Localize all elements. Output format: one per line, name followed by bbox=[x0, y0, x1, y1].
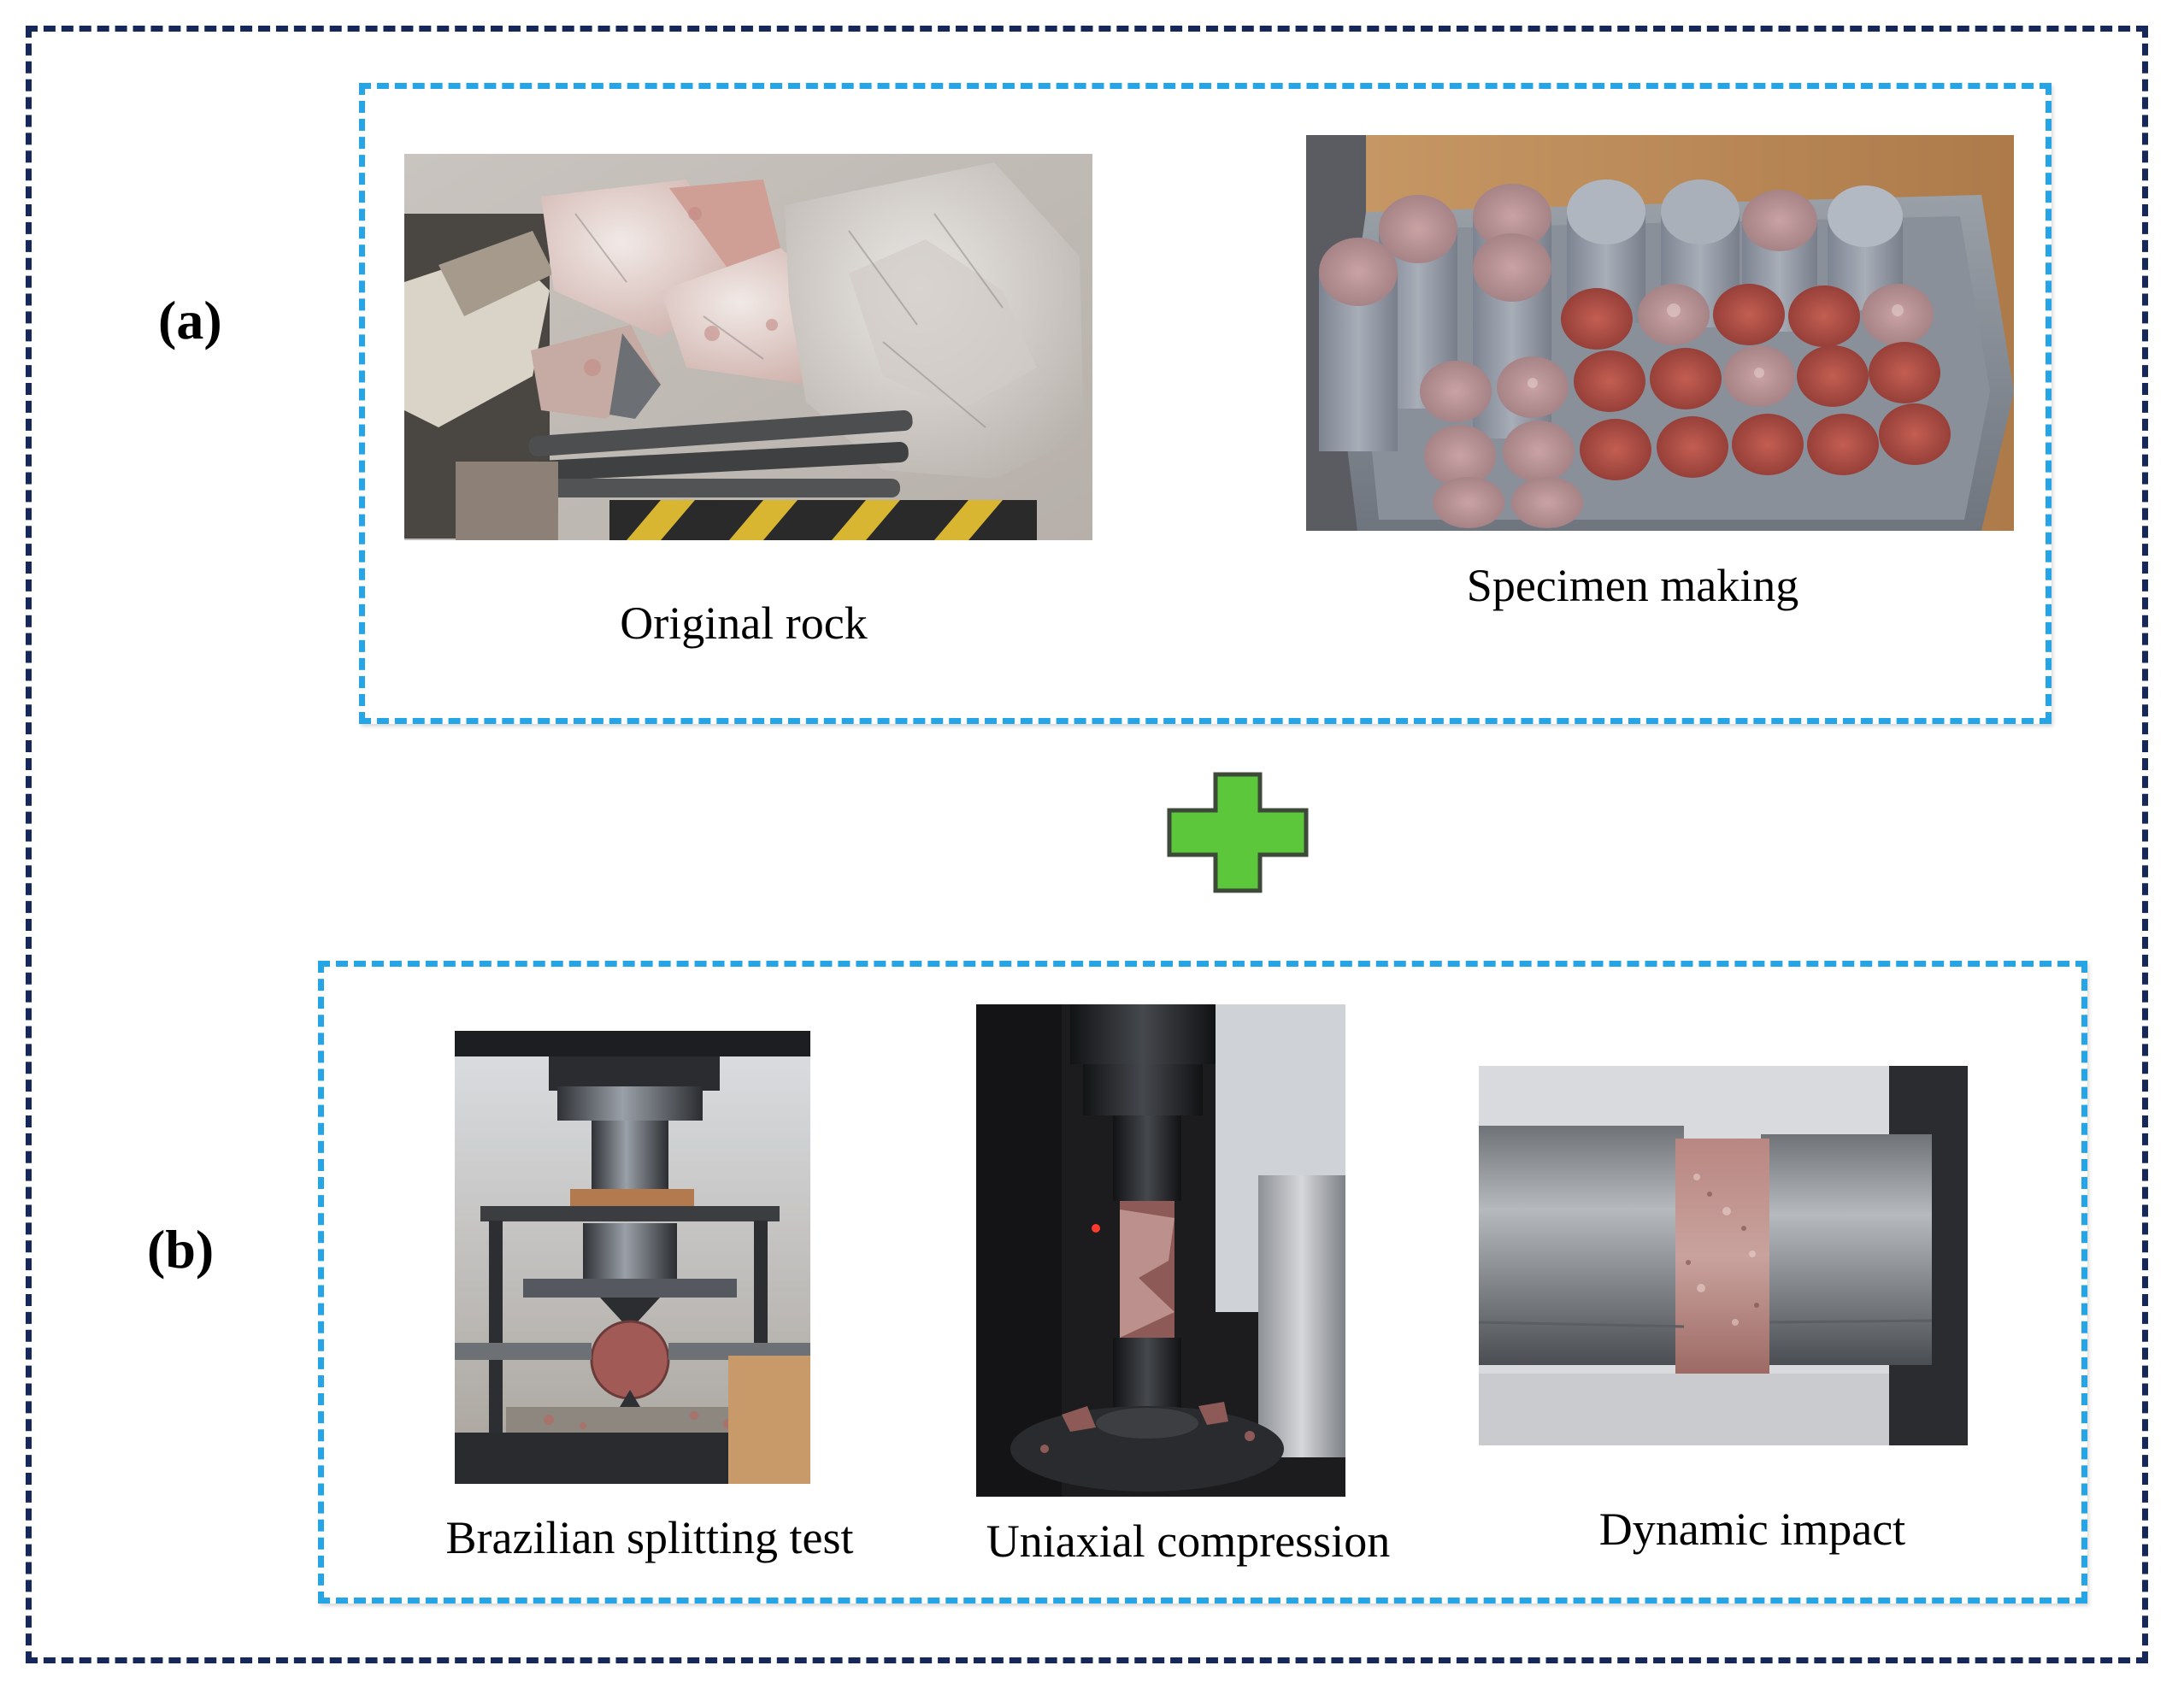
brazilian-splitting-photo bbox=[455, 1031, 810, 1484]
original-rock-caption: Original rock bbox=[620, 597, 868, 649]
plus-icon bbox=[1166, 771, 1310, 894]
panel-b-label: (b) bbox=[147, 1219, 215, 1280]
brazilian-splitting-caption: Brazilian splitting test bbox=[445, 1512, 854, 1563]
uniaxial-compression-caption: Uniaxial compression bbox=[986, 1515, 1391, 1567]
original-rock-photo bbox=[404, 154, 1092, 540]
panel-b-frame bbox=[318, 961, 2087, 1604]
specimen-making-caption: Specimen making bbox=[1466, 560, 1799, 611]
uniaxial-compression-photo bbox=[976, 1004, 1345, 1497]
specimen-making-photo bbox=[1306, 135, 2014, 531]
dynamic-impact-photo bbox=[1479, 1066, 1968, 1445]
outer-frame bbox=[26, 26, 2148, 1663]
panel-a-label: (a) bbox=[158, 290, 222, 350]
panel-a-frame bbox=[359, 83, 2052, 724]
dynamic-impact-caption: Dynamic impact bbox=[1598, 1504, 1906, 1555]
